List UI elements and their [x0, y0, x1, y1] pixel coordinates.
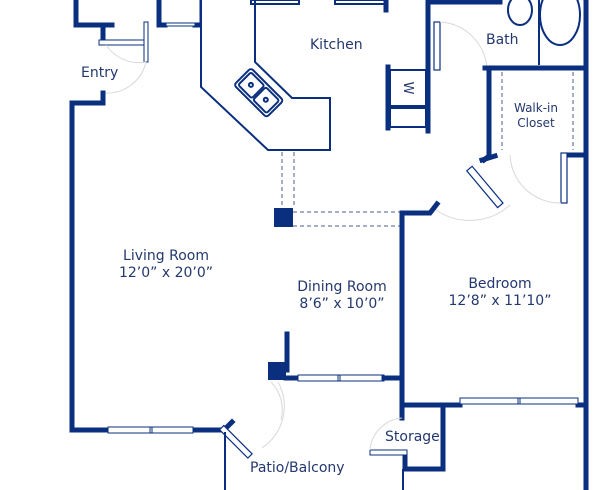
- bedroom-name: Bedroom: [468, 276, 532, 292]
- walkin-closet-walls: [435, 65, 588, 221]
- dining-room-dimensions: 8’6” x 10’0”: [299, 296, 385, 312]
- storage-label: Storage: [385, 429, 440, 445]
- column: [274, 208, 293, 227]
- kitchen-label: Kitchen: [310, 37, 363, 53]
- storage-walls: [369, 402, 446, 490]
- entry-label: Entry: [81, 65, 119, 81]
- dining-room-label: Dining Room 8’6” x 10’0”: [292, 279, 392, 313]
- walkin-closet-label-line2: Closet: [517, 116, 555, 130]
- patio-door: [218, 381, 285, 459]
- walkin-closet-label-line1: Walk-in: [513, 101, 558, 115]
- bath-fixtures: [427, 0, 589, 490]
- bedroom-walls: [399, 200, 463, 408]
- dining-window: [297, 374, 385, 382]
- living-room-name: Living Room: [123, 248, 209, 264]
- bath-label: Bath: [486, 32, 519, 48]
- patio-label: Patio/Balcony: [250, 460, 345, 476]
- bar-outline: [281, 152, 295, 208]
- living-room-dimensions: 12’0” x 20’0”: [118, 265, 214, 281]
- walkin-closet-label: Walk-in Closet: [510, 101, 562, 131]
- washer-label: W: [401, 82, 416, 95]
- bedroom-dimensions: 12’8” x 11’10”: [448, 293, 552, 309]
- bedroom-label: Bedroom 12’8” x 11’10”: [440, 276, 560, 310]
- living-room-walls: [69, 90, 111, 433]
- dining-column: [268, 362, 286, 380]
- dining-room-name: Dining Room: [297, 279, 387, 295]
- kitchen-counter: [200, 0, 389, 151]
- bedroom-window: [459, 397, 579, 405]
- living-room-label: Living Room 12’0” x 20’0”: [116, 248, 216, 282]
- kitchen-sink: [234, 68, 284, 118]
- washer-closet: W: [385, 0, 431, 134]
